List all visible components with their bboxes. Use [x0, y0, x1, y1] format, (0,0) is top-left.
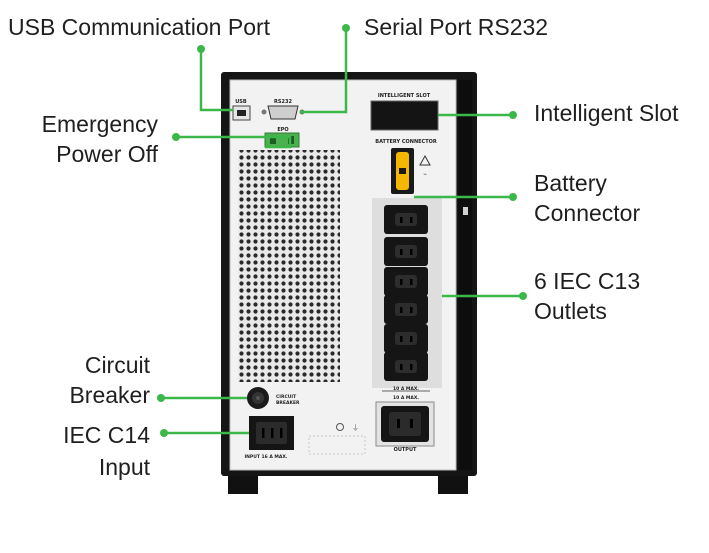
breaker-callout-dot — [157, 394, 165, 402]
outlet-6 — [384, 352, 428, 381]
input-max-panel-label: INPUT 16 A MAX. — [244, 454, 287, 460]
serial-callout-line — [300, 28, 348, 114]
battery-connector: ⌁ — [391, 148, 431, 194]
svg-text:⌁: ⌁ — [423, 172, 427, 178]
battery-connector-callout-line1: Battery — [534, 170, 607, 196]
usb-callout-line — [199, 49, 233, 112]
usb-port-callout: USB Communication Port — [8, 14, 271, 40]
intelligent-slot-callout: Intelligent Slot — [534, 100, 679, 126]
usb-callout-dot — [197, 45, 205, 53]
usb-port: USB — [232, 99, 251, 121]
breaker-callout-line1: Circuit — [84, 352, 150, 378]
epo-callout-dot — [172, 133, 180, 141]
outlet-2 — [384, 237, 428, 266]
vent-grille — [238, 150, 340, 382]
outlets-callout-line2: Outlets — [534, 298, 607, 324]
outlets-callout-line1: 6 IEC C13 — [534, 268, 641, 294]
battery-callout-dot — [509, 193, 517, 201]
intelligent-slot-panel-label: INTELLIGENT SLOT — [378, 93, 431, 99]
circuit-breaker — [247, 387, 269, 409]
epo-callout-line2: Power Off — [56, 141, 158, 167]
side-edge — [458, 80, 472, 470]
breaker-panel-label: BREAKER — [276, 400, 300, 406]
input-callout-line1: IEC C14 — [63, 422, 150, 448]
serial-callout-dot — [342, 24, 350, 32]
usb-panel-label: USB — [235, 99, 247, 105]
epo-panel-label: EPO — [277, 127, 288, 133]
battery-connector-callout-line2: Connector — [534, 200, 641, 226]
intelligent-callout-dot — [509, 111, 517, 119]
outlet-max-label: 10 A MAX. — [393, 386, 419, 392]
output-socket — [375, 401, 435, 447]
epo-callout-line — [176, 135, 292, 149]
outlet-1 — [384, 205, 428, 234]
outlet-group — [384, 205, 428, 381]
label-area — [308, 435, 366, 455]
callout-dots — [157, 24, 527, 437]
outlet-4 — [384, 295, 428, 324]
callout-lines — [161, 28, 523, 435]
input-callout-dot — [160, 429, 168, 437]
rs232-panel-label: RS232 — [274, 99, 292, 105]
ground-screw — [336, 423, 344, 431]
output-panel-label: OUTPUT — [394, 447, 417, 453]
breaker-callout-line2: Breaker — [69, 382, 150, 408]
serial-port-callout: Serial Port RS232 — [364, 14, 549, 40]
epo-callout-line1: Emergency — [41, 111, 158, 137]
intelligent-slot — [370, 100, 439, 131]
outlets-callout-dot — [519, 292, 527, 300]
battery-connector-panel-label: BATTERY CONNECTOR — [375, 139, 437, 145]
svg-text:⏚: ⏚ — [352, 424, 359, 432]
input-socket — [249, 416, 294, 450]
circuit-panel-label: CIRCUIT — [276, 394, 297, 400]
output-max-label: 10 A MAX. — [393, 395, 419, 401]
outlet-5 — [384, 324, 428, 353]
outlet-3 — [384, 267, 428, 296]
input-callout-line2: Input — [98, 454, 150, 480]
